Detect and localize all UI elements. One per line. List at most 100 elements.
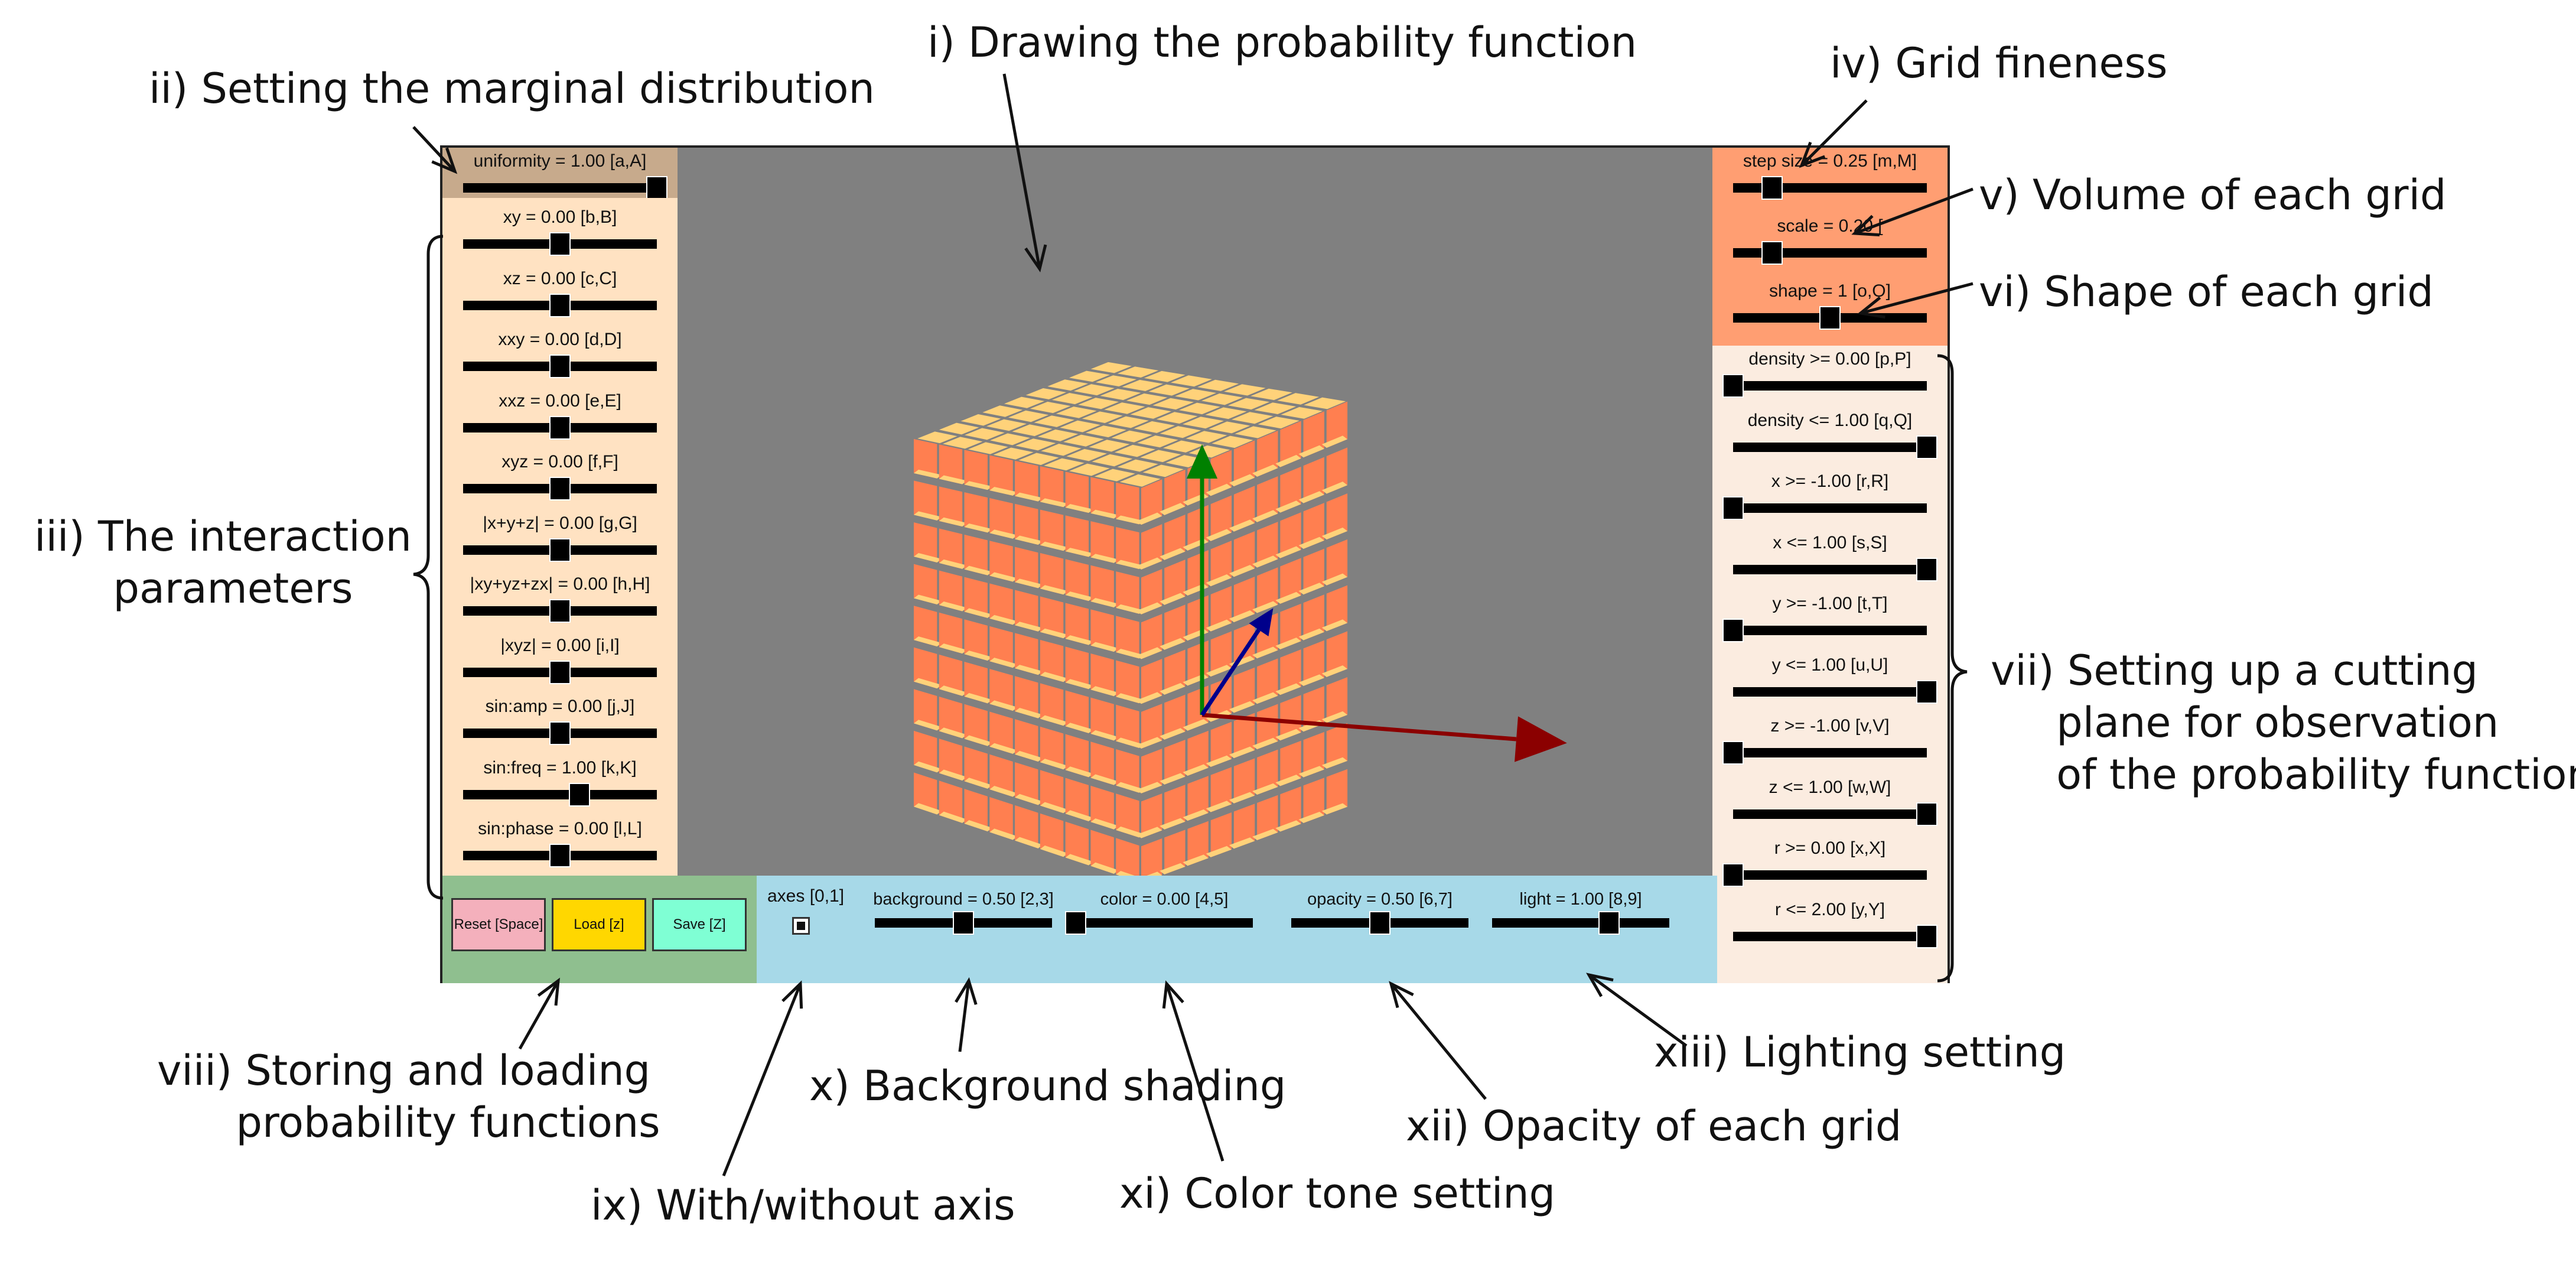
interaction-8-label: sin:amp = 0.00 [j,J] <box>485 697 635 716</box>
uniformity-label: uniformity = 1.00 [a,A] <box>473 151 647 171</box>
interaction-8-slider[interactable] <box>463 721 657 745</box>
voxel-side-left <box>964 577 988 618</box>
grid-setting-0-slider-thumb[interactable] <box>1761 176 1783 200</box>
voxel-edge-right <box>1136 602 1162 614</box>
grid-setting-0-slider[interactable] <box>1733 176 1927 200</box>
interaction-3-row: xxz = 0.00 [e,E] <box>442 385 678 444</box>
cutting-plane-8-slider-thumb[interactable] <box>1722 863 1744 887</box>
brace-interaction <box>413 235 444 900</box>
voxel-edge-left <box>1090 862 1119 874</box>
voxel-edge-left <box>1116 604 1144 614</box>
display-2-slider[interactable] <box>1291 911 1468 935</box>
display-1-slider[interactable] <box>1065 911 1253 935</box>
voxel-edge-left <box>1065 635 1094 645</box>
probability-cube[interactable] <box>678 148 1717 876</box>
cutting-plane-3-label: x <= 1.00 [s,S] <box>1773 532 1887 552</box>
voxel-edge-left <box>939 769 968 781</box>
interaction-6-slider-thumb[interactable] <box>549 599 571 623</box>
display-2-slider-thumb[interactable] <box>1369 911 1390 935</box>
interaction-10-slider[interactable] <box>463 844 657 867</box>
voxel-top <box>986 419 1027 431</box>
annotation-grid-fineness: iv) Grid fineness <box>1830 39 2168 87</box>
cutting-plane-7-slider-thumb[interactable] <box>1916 802 1937 826</box>
interaction-7-slider-thumb[interactable] <box>549 660 571 684</box>
voxel-top <box>1175 389 1217 401</box>
cutting-plane-2-slider-thumb[interactable] <box>1722 496 1744 520</box>
interaction-1-slider[interactable] <box>463 293 657 317</box>
cutting-plane-5-slider-thumb[interactable] <box>1916 679 1937 704</box>
display-0-row: background = 0.50 [2,3] <box>869 884 1058 943</box>
interaction-9-slider[interactable] <box>463 782 657 807</box>
voxel-edge-left <box>1040 628 1069 639</box>
cutting-plane-8-slider[interactable] <box>1722 863 1927 887</box>
cutting-plane-2-slider[interactable] <box>1722 496 1927 520</box>
grid-setting-2-slider[interactable] <box>1733 306 1927 330</box>
grid-setting-1-slider[interactable] <box>1733 241 1927 265</box>
voxel-edge-left <box>914 552 942 562</box>
cutting-plane-4-slider-thumb[interactable] <box>1722 619 1744 642</box>
voxel-edge-right <box>1136 557 1162 570</box>
uniformity-slider-thumb[interactable] <box>646 176 667 200</box>
cutting-plane-4-slider[interactable] <box>1722 619 1927 642</box>
cutting-plane-0-slider[interactable] <box>1722 374 1927 398</box>
voxel-edge-right <box>1136 737 1162 749</box>
interaction-6-slider[interactable] <box>463 599 657 623</box>
load-button[interactable]: Load [z] <box>552 898 646 951</box>
cutting-plane-3-slider[interactable] <box>1733 557 1937 581</box>
display-0-slider-thumb[interactable] <box>953 911 974 935</box>
interaction-5-slider[interactable] <box>463 538 657 562</box>
interaction-2-slider[interactable] <box>463 355 657 378</box>
display-3-slider[interactable] <box>1492 911 1669 935</box>
reset-button[interactable]: Reset [Space] <box>451 898 546 951</box>
voxel-top <box>1304 397 1346 409</box>
interaction-5-slider-thumb[interactable] <box>549 538 571 562</box>
cutting-plane-6-slider[interactable] <box>1722 741 1927 765</box>
cutting-plane-4-label: y >= -1.00 [t,T] <box>1772 594 1888 613</box>
cutting-plane-9-slider-thumb[interactable] <box>1916 924 1937 948</box>
voxel-side-left <box>1116 571 1139 614</box>
interaction-10-slider-thumb[interactable] <box>549 844 571 867</box>
grid-setting-1-slider-thumb[interactable] <box>1761 241 1783 265</box>
display-1-slider-thumb[interactable] <box>1065 911 1086 935</box>
voxel-edge-right <box>1252 646 1278 659</box>
cutting-plane-1-slider-thumb[interactable] <box>1916 435 1937 459</box>
cutting-plane-7-slider[interactable] <box>1733 802 1937 826</box>
interaction-2-slider-thumb[interactable] <box>549 355 571 378</box>
cutting-plane-5-slider[interactable] <box>1733 679 1937 704</box>
cutting-plane-1-slider[interactable] <box>1733 435 1937 459</box>
grid-setting-2-slider-thumb[interactable] <box>1819 306 1841 330</box>
display-3-slider-thumb[interactable] <box>1598 911 1620 935</box>
voxel-edge-left <box>914 678 942 689</box>
voxel-side-left <box>1015 590 1038 632</box>
interaction-8-slider-thumb[interactable] <box>549 721 571 745</box>
cutting-plane-9-slider[interactable] <box>1733 924 1937 948</box>
cutting-plane-0-slider-thumb[interactable] <box>1722 374 1744 398</box>
annotation-color: xi) Color tone setting <box>1119 1169 1556 1218</box>
interaction-4-slider[interactable] <box>463 477 657 500</box>
voxel-top <box>1111 430 1152 443</box>
voxel-edge-right <box>1229 701 1255 713</box>
display-0-slider[interactable] <box>875 911 1052 935</box>
uniformity-slider[interactable] <box>463 176 667 200</box>
interaction-4-slider-thumb[interactable] <box>549 477 571 500</box>
voxel-side-left <box>1065 603 1089 645</box>
interaction-0-slider[interactable] <box>463 232 657 256</box>
axes-checkbox[interactable] <box>792 917 810 935</box>
cutting-plane-3-slider-thumb[interactable] <box>1916 557 1937 581</box>
interaction-0-slider-thumb[interactable] <box>549 232 571 256</box>
interaction-3-slider[interactable] <box>463 415 657 440</box>
interaction-0-row: xy = 0.00 [b,B] <box>442 201 678 261</box>
voxel-side-left <box>1015 719 1038 762</box>
voxel-edge-left <box>1040 498 1069 508</box>
grid-setting-1-label: scale = 0.20 [ <box>1777 216 1883 236</box>
voxel-edge-right <box>1298 491 1324 503</box>
voxel-edge-left <box>989 486 1018 496</box>
voxel-side-left <box>964 619 988 661</box>
3d-viewport[interactable] <box>678 148 1717 876</box>
interaction-7-slider[interactable] <box>463 660 657 684</box>
interaction-9-slider-thumb[interactable] <box>568 782 590 807</box>
interaction-3-slider-thumb[interactable] <box>549 415 571 440</box>
cutting-plane-6-slider-thumb[interactable] <box>1722 741 1744 765</box>
interaction-1-slider-thumb[interactable] <box>549 293 571 317</box>
save-button[interactable]: Save [Z] <box>652 898 747 951</box>
